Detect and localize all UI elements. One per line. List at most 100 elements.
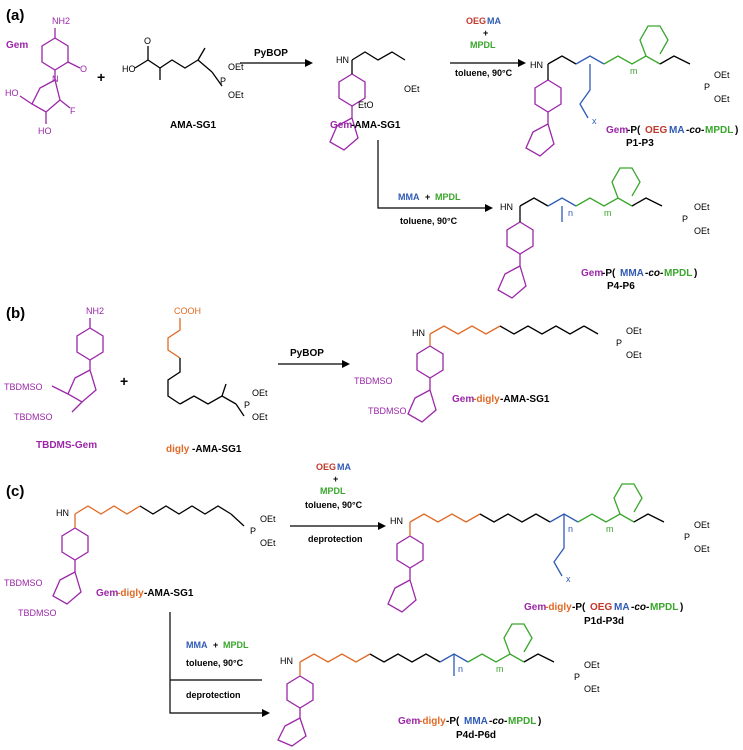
cond-c2-deprot: deprotection [186,690,241,700]
atom-tbdmso-c: TBDMSO [4,578,43,588]
sub-m-p4: m [604,208,612,218]
sub-n-p4: n [568,208,573,218]
c-p2-range: P4d-P6d [456,730,496,741]
p2-gem: Gem [581,268,603,279]
atom-oet-gdab: OEt [626,326,642,336]
c-p1-digly: -digly [545,602,572,613]
p1d-p3d-structure: HN P OEt OEt n m x [387,483,710,613]
atom-cooh-b: COOH [174,306,201,316]
sub-m-p4d: m [496,664,504,674]
atom-oet-digly-2: OEt [252,412,268,422]
atom-tbdmso-c-2: TBDMSO [18,608,57,618]
atom-p-ama: P [220,76,226,86]
atom-o-ama: O [144,36,151,46]
p1-oeg: OEG [645,125,667,136]
atom-tbdmso-gdab-2: TBDMSO [368,406,407,416]
atom-p-digly: P [244,400,250,410]
atom-oet-p1d-2: OEt [694,544,710,554]
cond-c1-deprot: deprotection [308,534,363,544]
c-p1-oeg: OEG [590,602,612,613]
p1-mpdl: MPDL [705,125,733,136]
arrowhead-a3 [485,204,493,212]
p1-co: -co- [686,125,705,136]
gem-ama-label-gem: Gem [330,120,352,131]
p2-mpdl: MPDL [664,268,692,279]
atom-hn-c: HN [56,508,69,518]
digly-ama-sg1-structure: COOH P OEt OEt [167,306,268,422]
p1-pre: -P( [627,125,641,136]
arrowhead-c1 [378,522,386,530]
arrowhead-a1 [305,59,313,67]
atom-eto-gama: EtO [358,100,374,110]
pybop-b: PyBOP [290,348,324,359]
atom-oet-p4: OEt [694,202,710,212]
panel-label-b: (b) [6,305,25,322]
atom-nh2-b: NH2 [86,306,104,316]
cond-a1-mpdl: MPDL [470,40,496,50]
c-p2-digly: -digly [419,716,446,727]
atom-tbdmso-b1: TBDMSO [4,382,43,392]
atom-oet-gdab-2: OEt [626,350,642,360]
atom-hn-p1: HN [530,60,543,70]
p2-pre: -P( [602,268,616,279]
cond-a2-mma: MMA [398,192,420,202]
cond-a2-solvent: toluene, 90°C [400,216,458,226]
c-p1-pre: -P( [572,602,586,613]
atom-oet-ama-2: OEt [228,90,244,100]
gem-ama-sg1-structure: HN OEt EtO [329,51,420,151]
p2-mma: MMA [620,268,644,279]
cond-a1-solvent: toluene, 90°C [455,68,513,78]
c-start-digly: -digly [117,588,144,599]
gdab-digly: -digly [473,394,500,405]
panel-label-a: (a) [6,7,24,24]
atom-ho-2: HO [38,126,52,136]
panel-label-c: (c) [6,483,24,500]
c-p1-ma: MA [614,602,630,613]
sub-m-p1: m [630,66,638,76]
p2-range: P4-P6 [607,281,635,292]
c-p2-mpdl: MPDL [508,716,536,727]
arrowhead-a2 [518,59,526,67]
atom-hn-p4: HN [500,202,513,212]
arrowhead-b1 [342,360,350,368]
gdab-gem: Gem [452,394,474,405]
atom-p-c: P [250,526,256,536]
atom-oet-digly: OEt [252,388,268,398]
sub-x-p1d: x [566,574,571,584]
cond-c1-solvent: toluene, 90°C [305,500,363,510]
atom-oet-p1: OEt [714,70,730,80]
cond-c2-mma: MMA [186,640,208,650]
atom-hn-gdab: HN [412,328,425,338]
sub-m-p1d: m [606,524,614,534]
digly-label-rest: -AMA-SG1 [192,444,242,455]
atom-hn-p4d: HN [280,656,293,666]
tbdms-gem-structure: NH2 TBDMSO TBDMSO [4,306,104,422]
c-p1-mpdl: MPDL [650,602,678,613]
plus-a: + [97,69,105,85]
sub-n-p1d: n [568,524,573,534]
cond-a1-plus: + [483,28,488,38]
c-p1-gem: Gem [524,602,546,613]
atom-oet-p1-2: OEt [714,94,730,104]
atom-oet-gama: OEt [404,84,420,94]
atom-p-gdab: P [616,338,622,348]
gem-structure-a: NH2 N O HO HO F [5,16,87,136]
cond-c2-mpdl: MPDL [223,640,249,650]
p4-p6-structure: HN P OEt OEt n m [497,167,710,299]
c-p1-close: ) [680,602,683,613]
p2-co: -co- [645,268,664,279]
ama-sg1-structure: HO O P OEt OEt [122,36,244,100]
atom-ho-ama: HO [122,64,136,74]
pybop-a: PyBOP [254,48,288,59]
cond-a1-ma: MA [487,16,501,26]
cond-c1-ma: MA [337,462,351,472]
atom-n: N [52,74,59,84]
tbdms-gem-label: TBDMS-Gem [36,440,97,451]
cond-c1-oeg: OEG [316,462,336,472]
sub-x-p1: x [592,116,597,126]
cond-a2-plus: + [425,192,430,202]
c-p1-range: P1d-P3d [584,616,624,627]
arrowhead-c2 [262,709,270,717]
ama-sg1-label: AMA-SG1 [170,120,217,131]
gem-digly-ama-structure-c: HN P OEt OEt TBDMSO TBDMSO [4,505,276,618]
